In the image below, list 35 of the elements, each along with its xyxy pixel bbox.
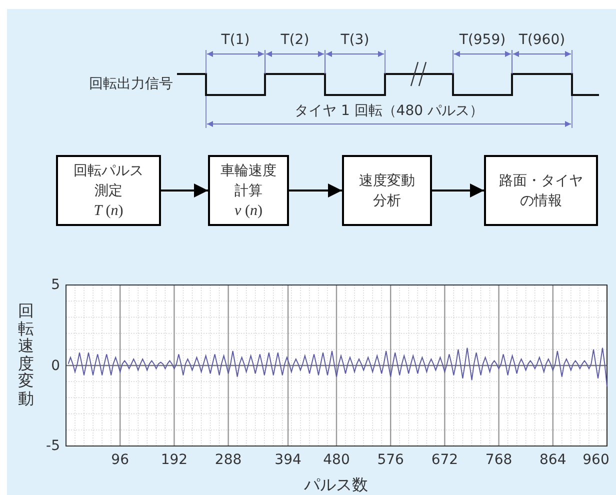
dimension-label: T(960) — [518, 31, 566, 49]
process-box — [342, 155, 432, 226]
box-title: 回転パルス測定 — [72, 162, 144, 200]
x-tick-label: 576 — [376, 452, 405, 468]
arrow — [161, 184, 208, 198]
y-tick-label: 0 — [50, 358, 60, 374]
y-axis-title: 回転速度変動 — [18, 302, 34, 408]
dimension-label: タイヤ 1 回転（480 パルス） — [294, 102, 484, 120]
formula-text: T (n) — [94, 202, 124, 220]
x-tick-label: 394 — [274, 452, 302, 468]
box-title: 路面・タイヤの情報 — [498, 172, 584, 210]
arrow — [289, 184, 342, 198]
x-tick-label: 480 — [322, 452, 351, 468]
x-tick-label: 864 — [538, 452, 568, 468]
x-tick-label: 960 — [582, 452, 610, 468]
dimension-label: T(3) — [340, 31, 370, 49]
x-axis-title: パルス数 — [303, 476, 369, 494]
box-title: 速度変動分析 — [358, 172, 416, 210]
x-tick-label: 192 — [160, 452, 189, 468]
x-tick-label: 672 — [430, 452, 460, 468]
y-tick-label: -5 — [45, 438, 60, 454]
x-tick-label: 768 — [484, 452, 514, 468]
process-box — [56, 155, 161, 226]
x-tick-label: 288 — [214, 452, 243, 468]
y-tick-label: 5 — [50, 277, 60, 293]
arrow — [432, 184, 484, 198]
process-box — [208, 155, 289, 226]
dimension-label: T(959) — [459, 31, 506, 49]
dimension-label: T(1) — [221, 31, 250, 49]
box-title: 車輪速度計算 — [220, 162, 278, 200]
dimension-label: T(2) — [280, 31, 310, 49]
formula-text: v (n) — [234, 202, 262, 220]
x-tick-label: 96 — [110, 452, 130, 468]
signal-label: 回転出力信号 — [89, 75, 173, 93]
process-box — [484, 155, 598, 226]
